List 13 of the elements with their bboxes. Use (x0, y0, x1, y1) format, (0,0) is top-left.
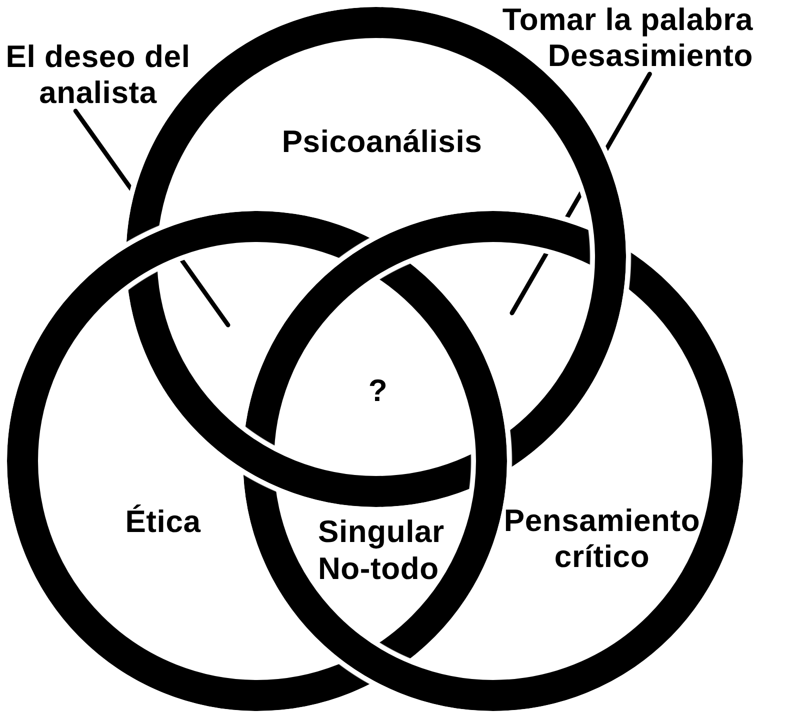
ring-label: Ética (125, 504, 201, 540)
region-label: No-todo (318, 551, 439, 587)
leader-line (73, 108, 230, 328)
leader-line (510, 72, 652, 316)
ring (243, 211, 743, 711)
region-label: ? (368, 373, 388, 409)
annotation-text: Desasimiento (548, 38, 753, 74)
region-label: Singular (318, 514, 444, 550)
ring (7, 211, 507, 711)
ring-label: Pensamiento crítico (504, 503, 700, 575)
annotation-text: Tomar la palabra (502, 2, 753, 38)
annotation-text: El deseo del analista (0, 39, 196, 111)
ring-label: Psicoanálisis (282, 124, 482, 160)
